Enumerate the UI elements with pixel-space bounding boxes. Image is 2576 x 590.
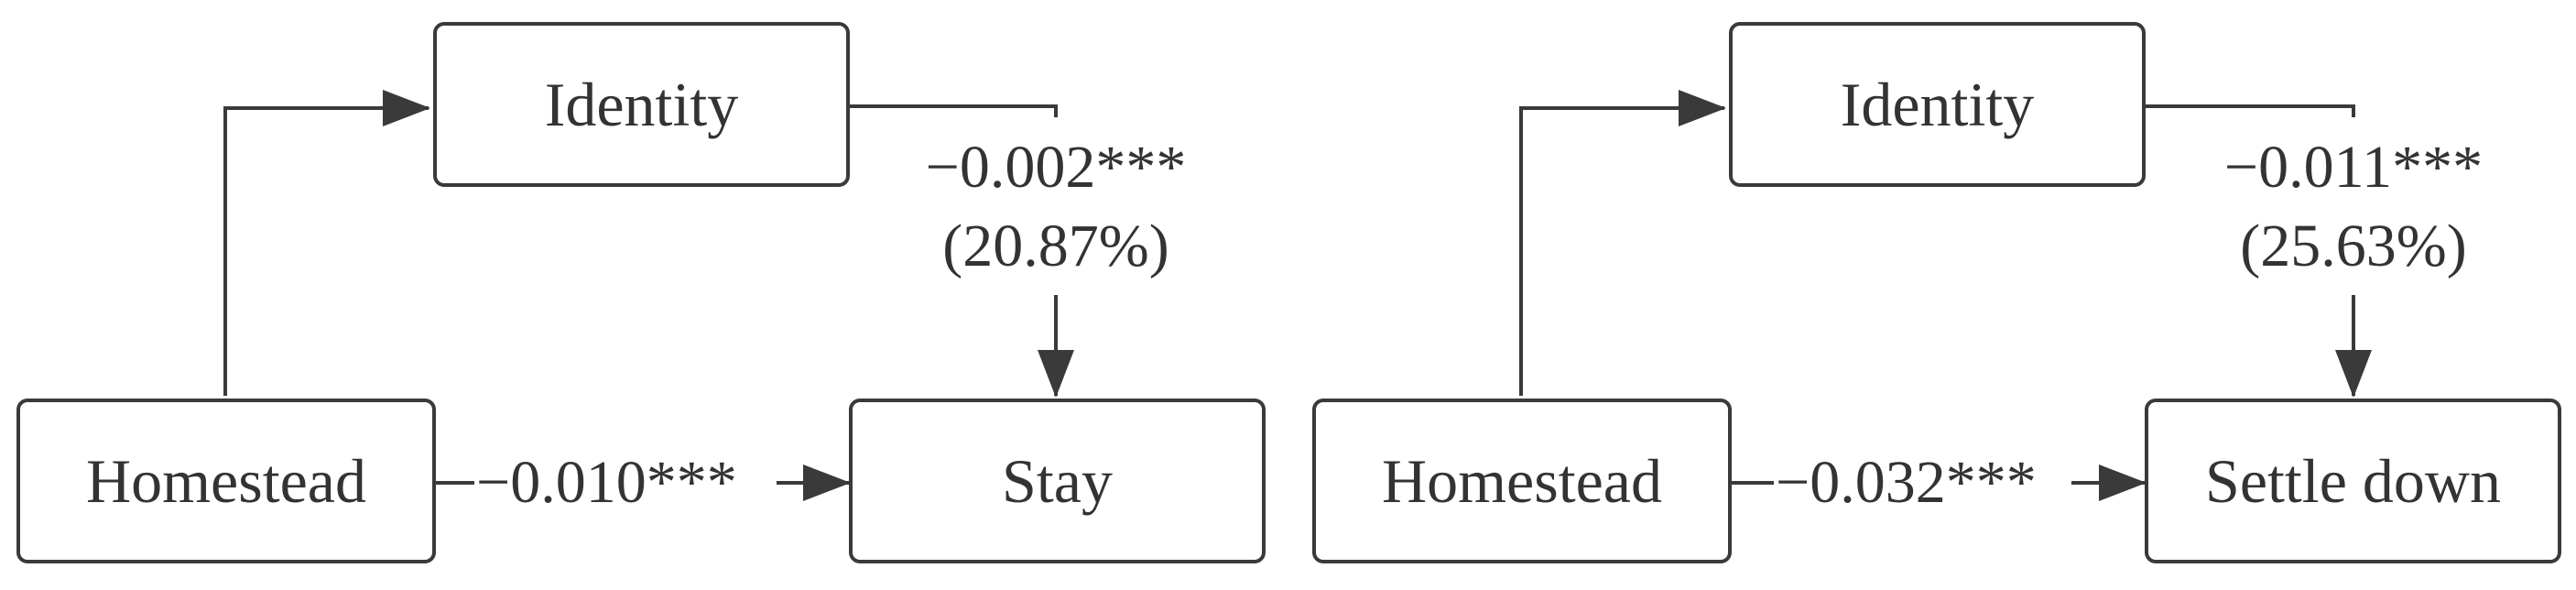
- indirect-coef-left: −0.002***: [925, 134, 1187, 201]
- indirect-effect-label-left: −0.002*** (20.87%): [886, 137, 1225, 277]
- indirect-effect-label-right: −0.011*** (25.63%): [2184, 137, 2523, 277]
- independent-box-right: Homestead: [1312, 399, 1732, 563]
- independent-box-left: Homestead: [16, 399, 436, 563]
- path-b-connector-left: [850, 104, 1058, 117]
- indirect-coef-right: −0.011***: [2223, 134, 2484, 201]
- direct-effect-label-left: −0.010***: [476, 449, 737, 516]
- outcome-label-right: Settle down: [2205, 445, 2501, 516]
- independent-label-left: Homestead: [86, 445, 366, 516]
- indirect-share-right: (25.63%): [2240, 213, 2467, 279]
- path-a-arrow-right: [1519, 90, 1726, 396]
- path-b-connector-right: [2146, 104, 2355, 117]
- mediator-box-right: Identity: [1729, 22, 2146, 187]
- indirect-share-left: (20.87%): [942, 213, 1169, 279]
- mediator-label-right: Identity: [1840, 69, 2035, 139]
- path-a-arrow-left: [223, 90, 430, 396]
- independent-label-right: Homestead: [1382, 445, 1662, 516]
- outcome-label-left: Stay: [1002, 445, 1113, 516]
- mediator-label-left: Identity: [544, 69, 739, 139]
- outcome-box-left: Stay: [849, 399, 1266, 563]
- mediator-box-left: Identity: [433, 22, 850, 187]
- direct-effect-label-right: −0.032***: [1776, 449, 2037, 516]
- outcome-box-right: Settle down: [2145, 399, 2561, 563]
